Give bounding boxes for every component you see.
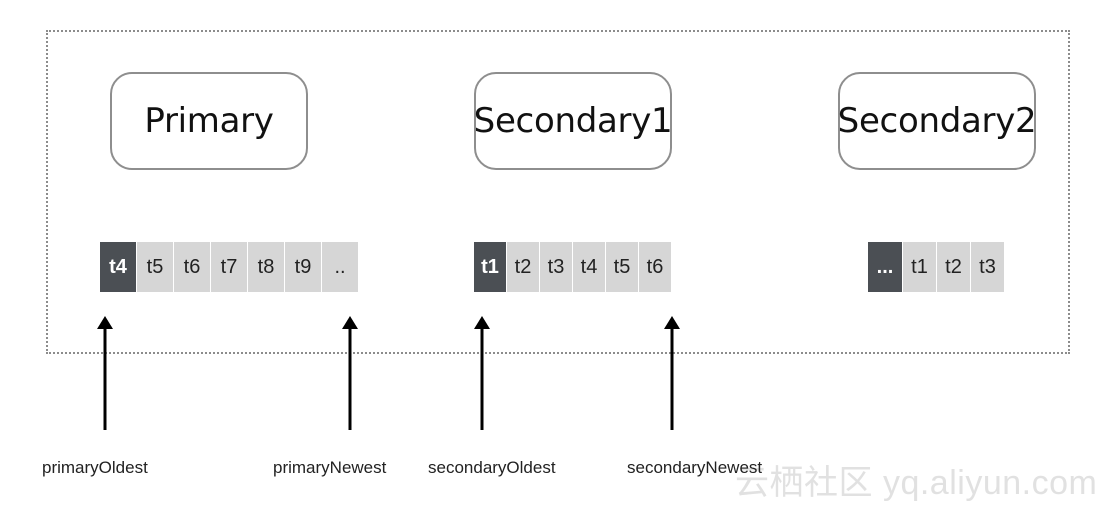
oplog-entry: t3 xyxy=(540,242,572,292)
oplog-entry: t7 xyxy=(211,242,247,292)
primary-newest-label: primaryNewest xyxy=(273,458,387,477)
secondary1-oplog: t1 t2 t3 t4 t5 t6 xyxy=(474,242,671,292)
oplog-entry: t1 xyxy=(903,242,936,292)
primary-node: Primary xyxy=(110,72,308,170)
primary-oplog: t4 t5 t6 t7 t8 t9 .. xyxy=(100,242,358,292)
primary-oldest-arrow-icon xyxy=(95,316,115,430)
oplog-entry: ... xyxy=(868,242,902,292)
primary-newest-arrow-icon xyxy=(340,316,360,430)
secondary-newest-label: secondaryNewest xyxy=(627,458,763,477)
secondary-oldest-label: secondaryOldest xyxy=(428,458,556,477)
oplog-entry: t5 xyxy=(137,242,173,292)
oplog-entry: t2 xyxy=(507,242,539,292)
oplog-entry: .. xyxy=(322,242,358,292)
secondary1-node: Secondary1 xyxy=(474,72,673,170)
oplog-entry: t4 xyxy=(100,242,136,292)
secondary2-node: Secondary2 xyxy=(838,72,1037,170)
replica-set-boundary xyxy=(46,30,1070,354)
oplog-entry: t3 xyxy=(971,242,1004,292)
oplog-entry: t2 xyxy=(937,242,970,292)
secondary-newest-arrow-icon xyxy=(662,316,682,430)
secondary-oldest-arrow-icon xyxy=(472,316,492,430)
secondary2-oplog: ... t1 t2 t3 xyxy=(868,242,1004,292)
primary-oldest-label: primaryOldest xyxy=(42,458,148,477)
oplog-entry: t6 xyxy=(639,242,671,292)
oplog-entry: t8 xyxy=(248,242,284,292)
oplog-entry: t1 xyxy=(474,242,506,292)
oplog-entry: t9 xyxy=(285,242,321,292)
oplog-entry: t6 xyxy=(174,242,210,292)
watermark-text: 云栖社区 yq.aliyun.com xyxy=(735,464,1098,502)
oplog-entry: t4 xyxy=(573,242,605,292)
oplog-entry: t5 xyxy=(606,242,638,292)
